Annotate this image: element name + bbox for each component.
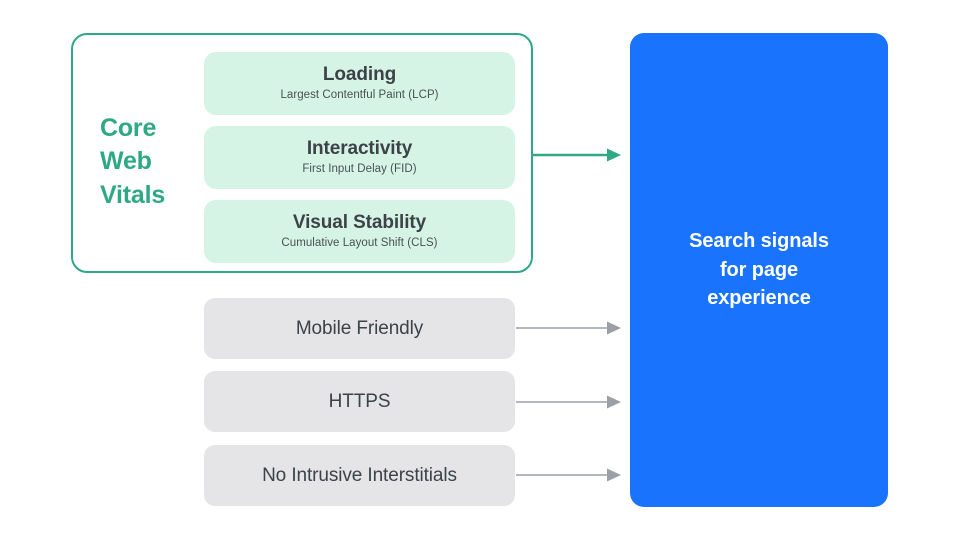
signal-label: HTTPS <box>328 390 391 412</box>
signal-card-https[interactable]: HTTPS <box>204 371 515 432</box>
core-web-vitals-group <box>71 33 533 273</box>
metric-subtitle: First Input Delay (FID) <box>302 163 417 176</box>
metric-card-loading[interactable]: Loading Largest Contentful Paint (LCP) <box>204 52 515 115</box>
metric-title: Visual Stability <box>292 212 427 234</box>
search-signals-label: Search signals for page experience <box>689 230 829 310</box>
signal-label: Mobile Friendly <box>295 317 424 339</box>
metric-subtitle: Cumulative Layout Shift (CLS) <box>281 237 438 250</box>
search-signals-box[interactable]: Search signals for page experience <box>630 33 888 507</box>
core-web-vitals-label-line-2: Web <box>100 147 152 176</box>
core-web-vitals-label-line-1: Core <box>100 114 157 142</box>
signal-card-no-intrusive-interstitials[interactable]: No Intrusive Interstitials <box>204 445 515 506</box>
signal-label: No Intrusive Interstitials <box>262 464 457 486</box>
metric-subtitle: Largest Contentful Paint (LCP) <box>280 89 439 102</box>
core-web-vitals-label-line-3: Vitals <box>100 180 166 209</box>
core-web-vitals-label: Core Web Vitals <box>100 112 192 212</box>
no-intrusive-interstitials-arrow <box>516 468 621 482</box>
metric-title: Loading <box>322 64 397 86</box>
metric-title: Interactivity <box>306 138 413 160</box>
https-arrow <box>516 395 621 409</box>
mobile-friendly-arrow <box>516 321 621 335</box>
metric-card-visual-stability[interactable]: Visual Stability Cumulative Layout Shift… <box>204 200 515 263</box>
core-web-vitals-arrow <box>533 148 621 162</box>
metric-card-interactivity[interactable]: Interactivity First Input Delay (FID) <box>204 126 515 189</box>
signal-card-mobile-friendly[interactable]: Mobile Friendly <box>204 298 515 359</box>
